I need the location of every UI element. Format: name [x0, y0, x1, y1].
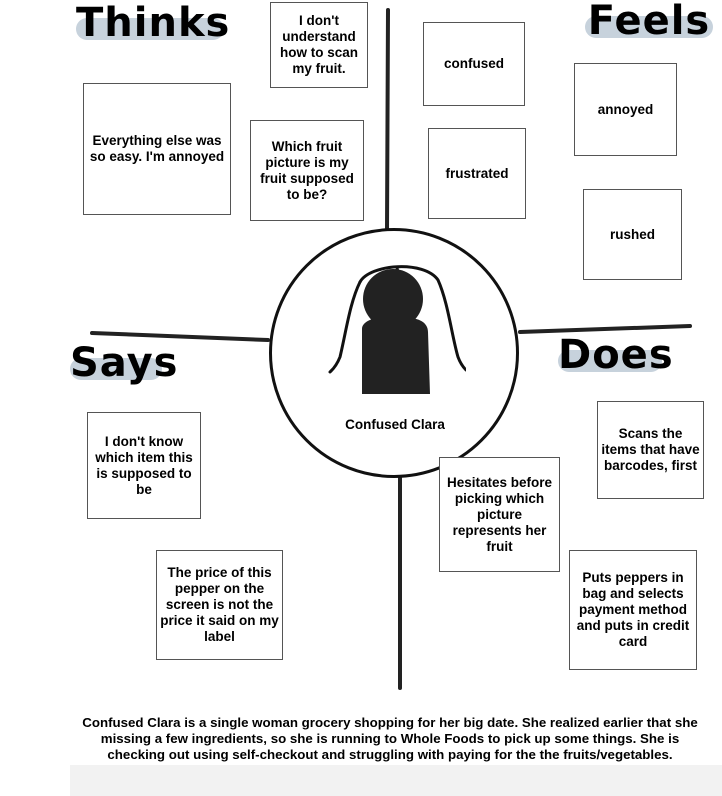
does-header: Does [558, 332, 674, 378]
says-note: I don't know which item this is supposed… [87, 412, 201, 519]
thinks-note: I don't understand how to scan my fruit. [270, 2, 368, 88]
thinks-note: Which fruit picture is my fruit supposed… [250, 120, 364, 221]
feels-note: rushed [583, 189, 682, 280]
does-note: Scans the items that have barcodes, firs… [597, 401, 704, 499]
bottom-strip [70, 765, 722, 796]
thinks-note: Everything else was so easy. I'm annoyed [83, 83, 231, 215]
says-header: Says [70, 340, 179, 386]
does-note: Hesitates before picking which picture r… [439, 457, 560, 572]
feels-note: frustrated [428, 128, 526, 219]
says-note: The price of this pepper on the screen i… [156, 550, 283, 660]
thinks-header: Thinks [76, 0, 231, 46]
feels-note: annoyed [574, 63, 677, 156]
persona-avatar-icon [328, 265, 466, 394]
persona-name: Confused Clara [345, 417, 445, 432]
does-note: Puts peppers in bag and selects payment … [569, 550, 697, 670]
feels-note: confused [423, 22, 525, 106]
scenario-description: Confused Clara is a single woman grocery… [82, 715, 698, 762]
feels-header: Feels [585, 0, 713, 44]
